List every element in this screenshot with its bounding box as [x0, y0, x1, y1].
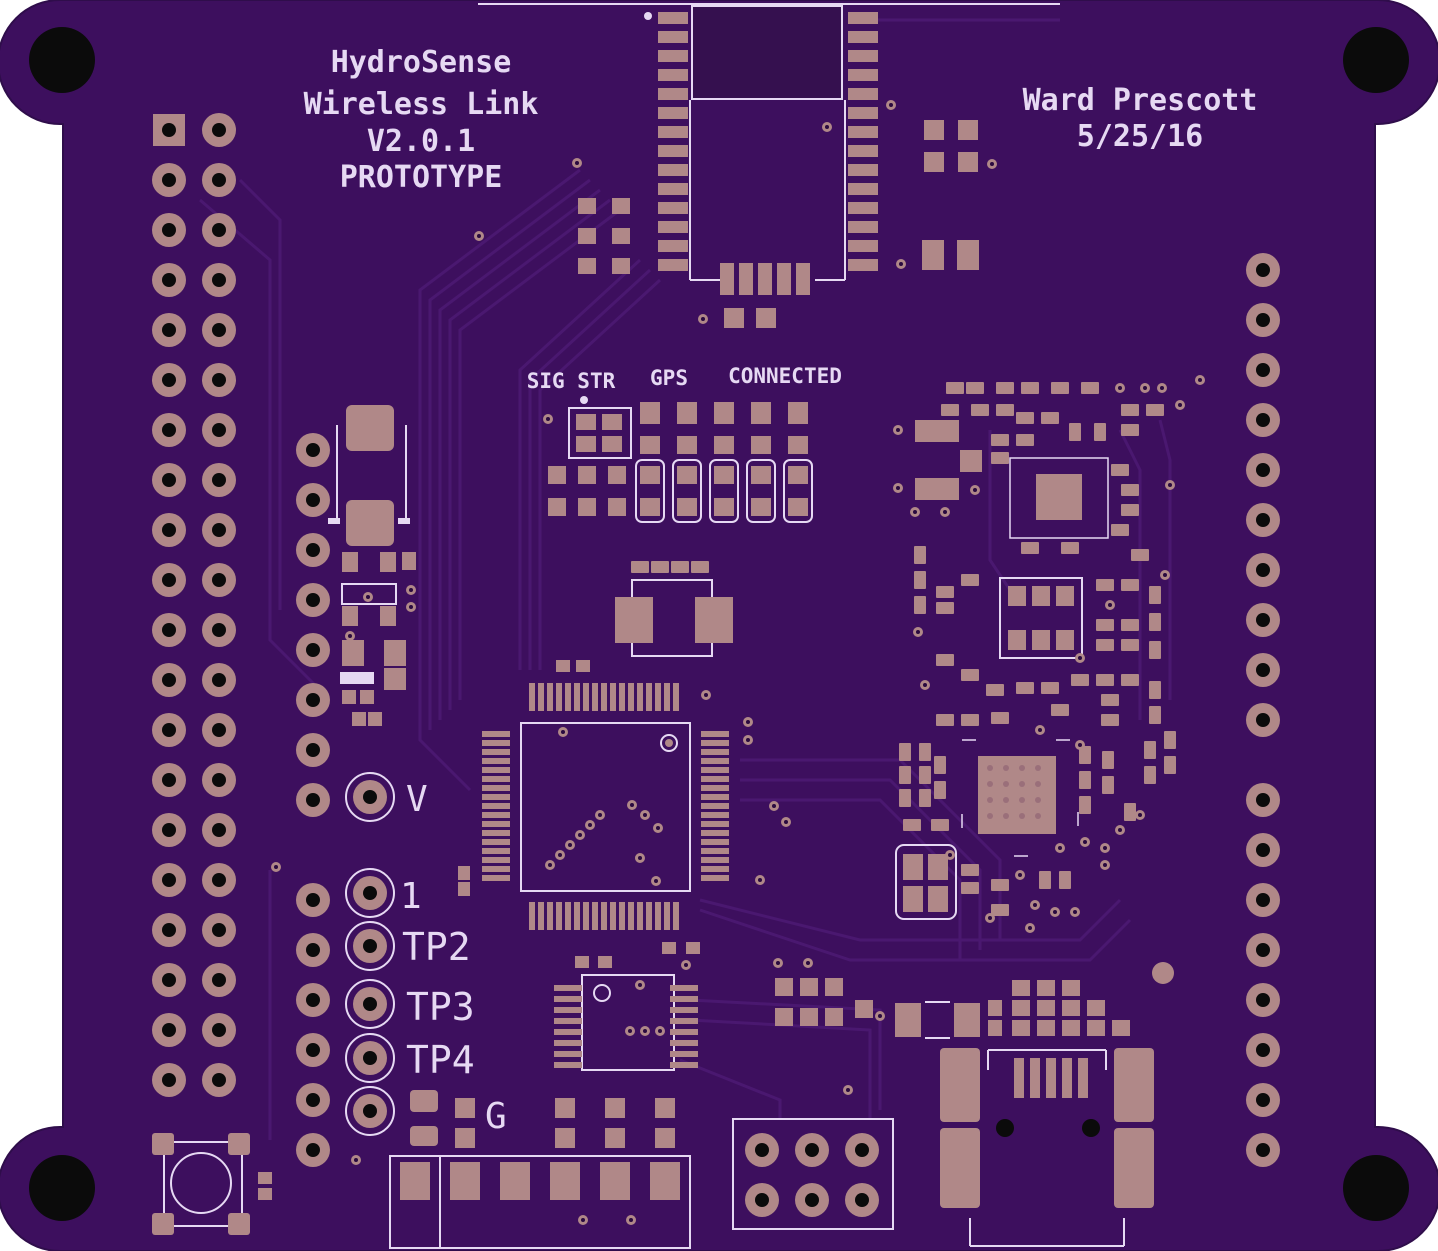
battery-connector: [389, 1090, 691, 1249]
test-point-pads: [345, 772, 395, 1136]
led-label-connected: CONNECTED: [728, 364, 842, 388]
gps-section: [895, 420, 1109, 920]
mounting-holes: [29, 27, 1409, 1221]
usb-power-section: [578, 958, 1174, 1225]
author-name: Ward Prescott: [1023, 83, 1258, 118]
wireless-module: [478, 3, 1060, 295]
reset-button: [152, 862, 361, 1235]
status-leds: [543, 396, 813, 523]
design-date: 5/25/16: [1077, 119, 1203, 154]
secondary-ic: [554, 942, 700, 1071]
project-subtitle: Wireless Link: [304, 87, 539, 122]
copper-traces: [199, 18, 1172, 1140]
project-name: HydroSense: [331, 45, 512, 80]
testpoint-label-tp3: TP3: [406, 985, 475, 1029]
power-section: [328, 405, 416, 726]
crystal-oscillator: [615, 561, 733, 657]
testpoint-label-v: V: [406, 779, 428, 820]
stage-label: PROTOTYPE: [340, 160, 503, 195]
testpoint-label-tp4: TP4: [406, 1038, 475, 1082]
testpoint-label-g: G: [485, 1096, 507, 1137]
usb-connector: [940, 1048, 1154, 1247]
testpoint-label-1: 1: [400, 876, 422, 917]
led-label-gps: GPS: [650, 366, 688, 390]
icsp-header: [732, 1118, 894, 1230]
microcontroller-qfp: [458, 660, 791, 930]
silkscreen-text: HydroSense Wireless Link V2.0.1 PROTOTYP…: [304, 45, 1258, 1137]
led-label-sig-str: SIG STR: [527, 369, 616, 393]
module-passives: [474, 100, 997, 328]
version-label: V2.0.1: [367, 124, 475, 159]
testpoint-label-tp2: TP2: [402, 925, 471, 969]
